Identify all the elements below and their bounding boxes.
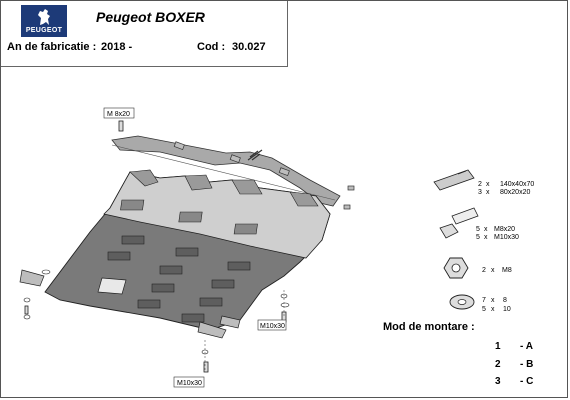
parts-x: x — [491, 306, 495, 313]
mounting-step-number: 2 — [495, 359, 501, 370]
callout-top: M 8x20 — [103, 107, 135, 119]
callout-bottom: M10x30 — [173, 376, 205, 388]
parts-size: 140x40x70 — [500, 181, 534, 188]
parts-qty: 5 — [482, 306, 486, 313]
parts-qty: 2 — [478, 181, 482, 188]
code-label: Cod : — [197, 41, 226, 53]
callout-right: M10x30 — [257, 319, 287, 331]
parts-x: x — [484, 226, 488, 233]
callout-top-text: M 8x20 — [107, 111, 130, 118]
parts-list: 2 x 140x40x70 3 x 80x20x20 5 x M8x20 5 x… — [476, 181, 534, 313]
logo-wordmark: PEUGEOT — [25, 27, 63, 34]
skid-plate — [44, 169, 331, 331]
parts-qty: 5 — [476, 234, 480, 241]
parts-qty: 2 — [482, 267, 486, 274]
parts-qty: 5 — [476, 226, 480, 233]
parts-qty: 3 — [478, 189, 482, 196]
parts-qty: 7 — [482, 297, 486, 304]
parts-size: 8 — [503, 297, 507, 304]
page-title: Peugeot BOXER — [96, 9, 205, 25]
parts-size: M8 — [502, 267, 512, 274]
mounting-feet — [19, 269, 241, 339]
mounting-step-value: - C — [520, 376, 534, 387]
parts-x: x — [491, 297, 495, 304]
bar-brackets — [173, 141, 355, 210]
callout-bottom-text: M10x30 — [177, 380, 202, 387]
peugeot-logo: PEUGEOT — [21, 5, 67, 37]
code-value: 30.027 — [232, 41, 266, 53]
year-label: An de fabricatie : — [7, 41, 97, 53]
washer-marks — [23, 269, 290, 355]
parts-x: x — [486, 189, 490, 196]
mounting-step-number: 1 — [495, 341, 501, 352]
mounting-step-value: - A — [520, 341, 533, 352]
plate-bracket-icon — [433, 169, 475, 191]
washer-icon — [449, 294, 475, 310]
parts-size: M8x20 — [494, 226, 515, 233]
year-value: 2018 - — [101, 41, 133, 53]
parts-size: M10x30 — [494, 234, 519, 241]
parts-x: x — [484, 234, 488, 241]
mounting-title: Mod de montare : — [383, 321, 475, 333]
front-mounting-bar — [111, 135, 341, 207]
parts-x: x — [486, 181, 490, 188]
mounting-step-value: - B — [520, 359, 534, 370]
lion-icon — [38, 9, 50, 25]
parts-size: 10 — [503, 306, 511, 313]
title-block: PEUGEOT Peugeot BOXER An de fabricatie :… — [1, 1, 288, 67]
nut-icon — [443, 257, 469, 279]
mounting-step-number: 3 — [495, 376, 501, 387]
spring-clip-icon — [247, 149, 263, 161]
parts-size: 80x20x20 — [500, 189, 530, 196]
callout-right-text: M10x30 — [260, 323, 285, 330]
bolt-icon — [439, 207, 479, 239]
bolt-marks — [24, 120, 287, 373]
parts-x: x — [491, 267, 495, 274]
